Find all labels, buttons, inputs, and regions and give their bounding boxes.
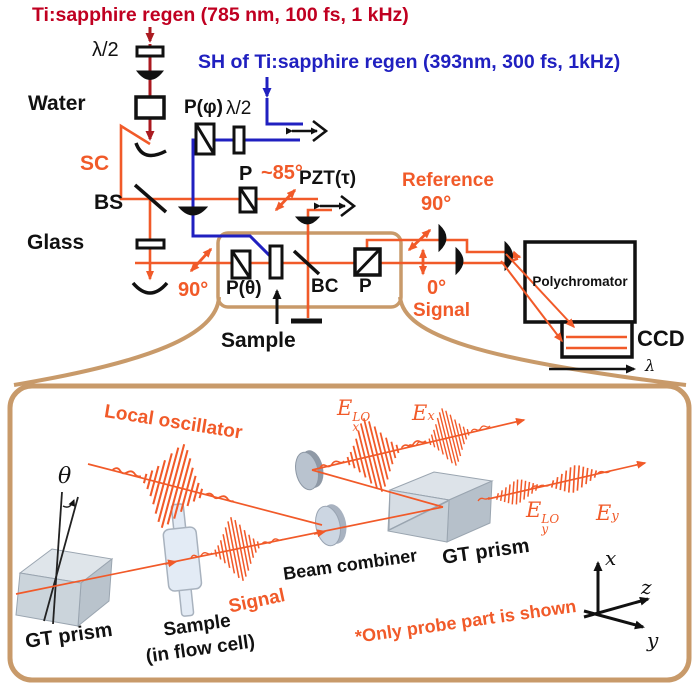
theta-arc [62, 499, 76, 508]
label-p-phi: P(φ) [184, 97, 223, 118]
lens-lo [294, 216, 321, 225]
half-waveplate-input [135, 45, 165, 58]
label-sample-top: Sample [221, 329, 296, 352]
label-sc: SC [80, 152, 110, 175]
half-waveplate-pump [232, 125, 246, 155]
pol-arrow-85 [274, 188, 297, 212]
title-regen: Ti:sapphire regen (785 nm, 100 fs, 1 kHz… [32, 4, 409, 26]
polarizer-analyzer-cube [353, 247, 382, 277]
label-bc: BC [311, 276, 339, 297]
label-angle-probe: 90° [178, 279, 209, 301]
ccd-box [560, 320, 634, 359]
polarizer-lo [238, 186, 258, 214]
label-angle-85: ~85° [261, 162, 303, 184]
curved-mirror-2 [131, 281, 169, 295]
label-axis-z: z [641, 575, 652, 599]
curved-mirror-1 [134, 142, 167, 158]
gt-prism-left [15, 548, 114, 628]
label-angle-signal: 0° [427, 277, 447, 299]
ex-beam [311, 417, 526, 471]
polarizer-theta [230, 249, 252, 280]
retroreflector-pzt-icon [314, 194, 357, 218]
label-ex: Ex [412, 401, 435, 425]
label-reference: Reference [402, 170, 494, 191]
label-pzt: PZT(τ) [299, 168, 357, 189]
label-p-lo: P [239, 163, 253, 185]
title-sh: SH of Ti:sapphire regen (393nm, 300 fs, … [198, 51, 621, 73]
pump-beam [191, 77, 303, 267]
axis-y-arrow [583, 609, 645, 630]
label-half-wave-pump: λ/2 [226, 98, 252, 119]
polarization-arrows [189, 188, 432, 276]
label-axis-x: x [605, 546, 617, 570]
label-water: Water [28, 92, 86, 115]
gt-prism-right [387, 471, 494, 543]
label-ey: Ey [596, 501, 619, 525]
dispersed-beams [500, 253, 627, 350]
label-lambda-axis: λ [645, 356, 656, 375]
retroreflector-pump-icon [286, 119, 329, 143]
lens-input [135, 70, 165, 80]
zoom-callout [7, 231, 692, 683]
label-p-analyzer: P [359, 276, 372, 297]
pickoff-mirror-disk [295, 450, 324, 491]
lens-signal [455, 246, 464, 276]
polychromator-box [523, 240, 637, 324]
optical-elements [131, 45, 637, 374]
label-glass: Glass [27, 231, 85, 254]
polarizer-phi [194, 122, 216, 156]
water-cell [134, 95, 166, 120]
glass-plate [135, 238, 166, 250]
pol-arrow-ref-90 [407, 228, 432, 252]
beam-combiner-mirror [292, 249, 321, 276]
label-bs: BS [94, 191, 124, 214]
lens-pump [177, 206, 209, 216]
e-symbol: E [337, 396, 353, 420]
ey-beam [487, 460, 647, 500]
pol-arrow-probe-90 [189, 247, 213, 273]
beam-combiner-disk [315, 504, 347, 547]
label-polychromator: Polychromator [532, 274, 628, 289]
lens-reference [438, 223, 447, 253]
coordinate-axes [583, 561, 650, 630]
label-half-wave-input: λ/2 [92, 39, 119, 61]
label-theta: θ [58, 464, 72, 489]
label-ccd: CCD [637, 326, 685, 351]
label-p-theta: P(θ) [226, 278, 262, 299]
label-signal-top: Signal [413, 300, 471, 321]
label-axis-y: y [647, 628, 659, 652]
lo-beam [87, 463, 323, 526]
label-angle-ref: 90° [421, 193, 452, 215]
beamsplitter [133, 183, 168, 214]
prism-axis-lines [43, 491, 79, 625]
sample-cell-top [268, 244, 284, 280]
